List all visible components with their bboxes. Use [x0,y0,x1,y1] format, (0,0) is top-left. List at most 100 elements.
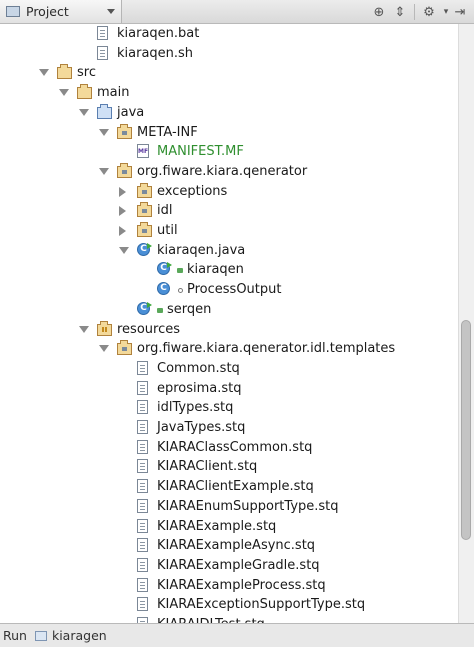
tree-node[interactable]: eprosima.stq [0,379,458,399]
vertical-scrollbar[interactable] [458,24,474,623]
tree-node[interactable]: KIARAExampleAsync.stq [0,536,458,556]
collapsed-arrow-icon[interactable] [119,186,126,197]
expanded-arrow-icon[interactable] [119,246,129,254]
tree-node-label: ProcessOutput [187,282,282,298]
tree-node-label: KIARAExampleProcess.stq [157,577,326,593]
tree-node[interactable]: src [0,63,458,83]
expanded-arrow-icon[interactable] [59,89,69,97]
tree-node[interactable]: KIARAClient.stq [0,457,458,477]
tree-node[interactable]: KIARAIDLTest.stq [0,615,458,623]
file-icon [137,479,148,494]
expanded-arrow-icon[interactable] [99,128,109,136]
tree-node[interactable]: META-INF [0,123,458,143]
tree-node-label: kiaraqen [187,262,244,278]
file-icon [137,459,148,474]
tree-node-label: serqen [167,301,212,317]
tree-node[interactable]: Common.stq [0,359,458,379]
collapsed-arrow-icon[interactable] [119,226,126,236]
tree-node-label: KIARAClassCommon.stq [157,439,313,455]
tree-node-label: KIARAExampleAsync.stq [157,538,316,554]
tree-node-label: idlTypes.stq [157,400,234,416]
tree-node[interactable]: MF MANIFEST.MF [0,142,458,162]
tree-node[interactable]: org.fiware.kiara.qenerator.idl.templates [0,339,458,359]
tree-node[interactable]: main [0,83,458,103]
tree-node-label: KIARAClientExample.stq [157,479,314,495]
file-icon [137,439,148,454]
run-marker-icon [147,301,152,308]
tree-node[interactable]: resources [0,320,458,340]
file-icon [137,597,148,612]
tree-node-label: MANIFEST.MF [157,144,244,160]
tree-node[interactable]: JavaTypes.stq [0,418,458,438]
tree-node[interactable]: java [0,103,458,123]
tree-node[interactable]: KIARAClassCommon.stq [0,438,458,458]
tree-node[interactable]: idlTypes.stq [0,398,458,418]
tree-node[interactable]: idl [0,201,458,221]
settings-dropdown-icon[interactable]: ▾ [443,7,449,17]
lock-icon [177,268,183,274]
tree-node[interactable]: KIARAExceptionSupportType.stq [0,595,458,615]
toolbar-divider [414,4,415,20]
scrollbar-thumb[interactable] [461,320,471,540]
package-icon [117,123,132,139]
run-label[interactable]: Run [3,628,27,643]
lock-icon [157,307,163,313]
tree-node-label: Common.stq [157,360,240,376]
tree-node-label: JavaTypes.stq [157,420,246,435]
expanded-arrow-icon[interactable] [99,167,109,175]
package-icon [117,162,132,178]
expanded-arrow-icon[interactable] [99,345,109,353]
resources-folder-icon [97,320,112,336]
java-class-icon: C [137,242,150,256]
tree-node[interactable]: KIARAEnumSupportType.stq [0,497,458,517]
project-view-label: Project [26,4,69,19]
tree-node-label: util [157,223,178,238]
tree-node-label: KIARAIDLTest.stq [157,616,265,623]
file-icon [137,400,148,415]
tree-node-label: main [97,85,130,101]
project-view-selector[interactable]: Project [0,0,122,23]
project-icon [6,6,20,17]
expanded-arrow-icon[interactable] [79,108,89,116]
file-icon [137,360,148,375]
tree-node[interactable]: kiaraqen.sh [0,44,458,64]
visibility-icon [178,288,183,294]
run-marker-icon [147,242,152,249]
tree-node-label: src [77,65,96,81]
file-icon [137,557,148,572]
collapsed-arrow-icon[interactable] [119,206,126,217]
tree-node[interactable]: KIARAExampleProcess.stq [0,576,458,596]
package-icon [137,222,152,237]
class-runnable-icon: C [137,301,150,315]
tree-node-label: org.fiware.kiara.qenerator [137,163,308,179]
tree-node[interactable]: util [0,221,458,241]
tree-node-label: KIARAExampleGradle.stq [157,557,320,573]
tree-node[interactable]: org.fiware.kiara.qenerator [0,162,458,182]
hide-icon[interactable]: ⇥ [454,4,466,20]
tree-node[interactable]: KIARAClientExample.stq [0,477,458,497]
tree-node[interactable]: exceptions [0,182,458,202]
collapse-icon[interactable]: ⇕ [394,4,406,20]
tree-node[interactable]: KIARAExampleGradle.stq [0,556,458,576]
file-icon [137,380,148,395]
folder-icon [57,64,72,80]
run-config-label[interactable]: kiaragen [51,628,107,643]
manifest-icon: MF [137,144,149,159]
tree-node-label: KIARAEnumSupportType.stq [157,498,339,514]
chevron-down-icon [107,9,115,14]
settings-icon[interactable]: ⚙ [423,4,435,20]
tree-node-label: org.fiware.kiara.qenerator.idl.templates [137,341,396,357]
file-icon [137,617,148,623]
expanded-arrow-icon[interactable] [79,325,89,333]
tree-node[interactable]: KIARAExample.stq [0,517,458,537]
file-icon [137,577,148,592]
target-icon[interactable]: ⊕ [373,4,385,20]
tree-node-label: resources [117,321,181,337]
run-marker-icon [167,262,172,269]
tree-node[interactable]: kiaraqen.bat [0,24,458,44]
expanded-arrow-icon[interactable] [39,69,49,77]
